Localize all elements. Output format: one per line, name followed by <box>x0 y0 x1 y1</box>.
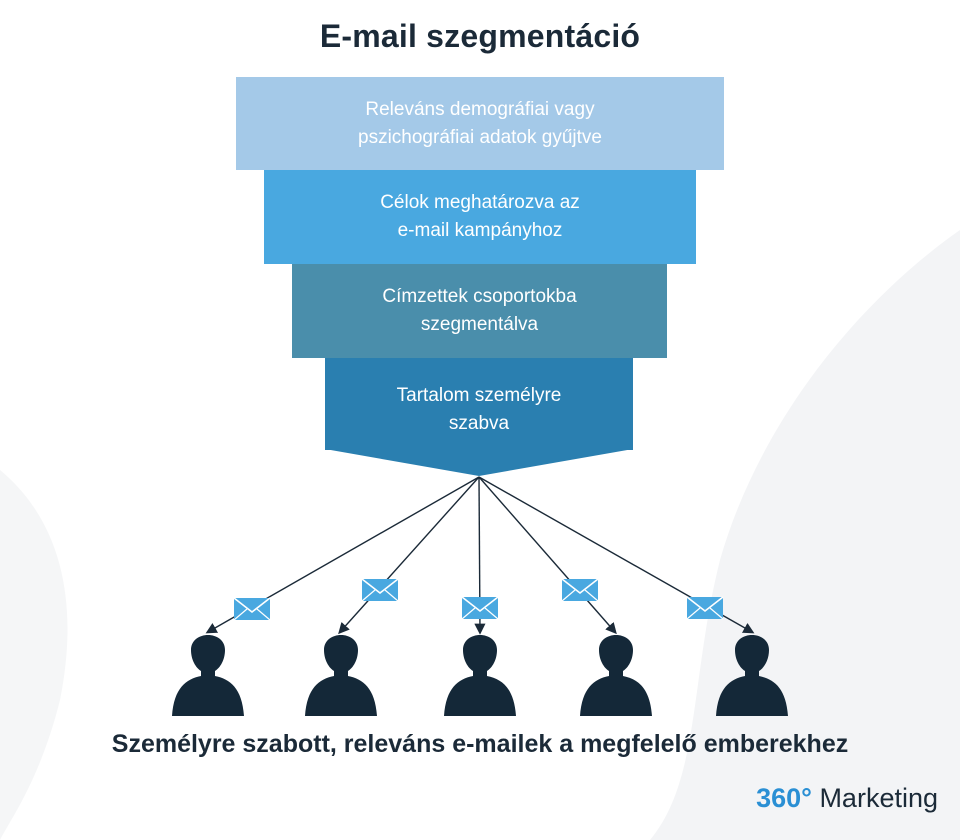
diagram-title: E-mail szegmentáció <box>319 18 641 54</box>
person-icon <box>716 635 788 716</box>
brand-number: 360° <box>756 783 812 813</box>
funnel-step-1: Releváns demográfiai vagy pszichográfiai… <box>236 77 724 170</box>
funnel-step-2: Célok meghatározva az e-mail kampányhoz <box>264 170 696 264</box>
envelope-icon <box>561 578 599 602</box>
envelope-icon <box>461 596 499 620</box>
envelope-icon <box>361 578 399 602</box>
tagline: Személyre szabott, releváns e-mailek a m… <box>111 730 849 758</box>
funnel-step-4: Tartalom személyre szabva <box>325 358 633 450</box>
person-icon <box>305 635 377 716</box>
funnel-step-3: Címzettek csoportokba szegmentálva <box>292 264 667 358</box>
person-icon <box>580 635 652 716</box>
brand-name: Marketing <box>811 783 938 813</box>
person-icon <box>444 635 516 716</box>
brand-logo: 360° Marketing <box>756 783 938 814</box>
person-icon <box>172 635 244 716</box>
envelope-icon <box>233 597 271 621</box>
envelope-icon <box>686 596 724 620</box>
